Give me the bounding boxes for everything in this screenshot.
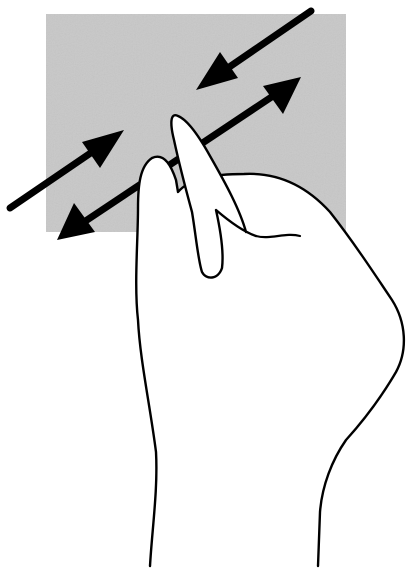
- hand-icon: [136, 115, 404, 566]
